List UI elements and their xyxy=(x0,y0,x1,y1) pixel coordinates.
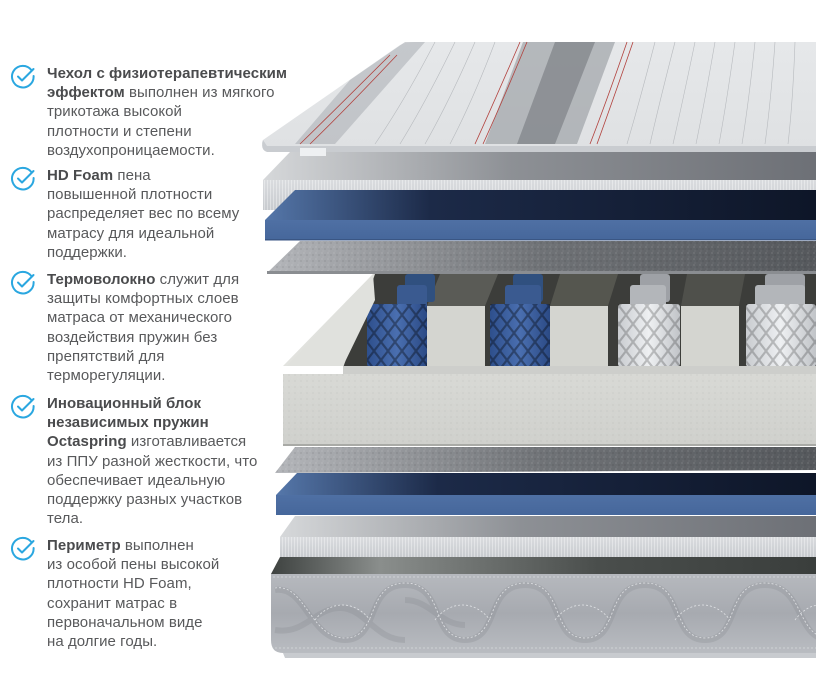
feature-item-perimeter: Периметр выполнен из особой пены высокой… xyxy=(10,536,300,651)
feature-item-octaspring: Иновационный блок независимых пружин Oct… xyxy=(10,394,300,528)
layer-thermofiber-bottom xyxy=(275,447,816,473)
layer-knitted-cover xyxy=(262,41,816,157)
feature-description: Периметр выполнен из особой пены высокой… xyxy=(47,537,220,651)
layer-thermofiber-top xyxy=(267,241,816,274)
check-circle-icon xyxy=(11,64,35,89)
layer-hd-foam-blue-bottom xyxy=(276,473,816,515)
spring-group-blue-2 xyxy=(490,274,550,367)
mattress-illustration xyxy=(255,0,816,700)
feature-description: HD Foam пена повышенной плотности распре… xyxy=(47,167,240,261)
layer-perimeter-base xyxy=(271,557,816,658)
check-circle-icon xyxy=(11,536,35,561)
check-circle-icon xyxy=(11,394,35,419)
feature-item-cover: Чехол с физиотерапевтическим эффектом вы… xyxy=(10,64,300,160)
layer-hd-foam-white-bottom xyxy=(280,516,816,557)
feature-description: Иновационный блок независимых пружин Oct… xyxy=(47,395,258,528)
feature-description: Термоволокно служит для защиты комфортны… xyxy=(47,271,240,385)
check-circle-icon xyxy=(11,166,35,191)
feature-description: Чехол с физиотерапевтическим эффектом вы… xyxy=(47,65,288,159)
layer-octaspring-block xyxy=(283,274,816,446)
check-circle-icon xyxy=(11,270,35,295)
feature-item-hd-foam: HD Foam пена повышенной плотности распре… xyxy=(10,166,300,262)
features-list: Чехол с физиотерапевтическим эффектом вы… xyxy=(0,0,300,700)
mattress-layers-graphic xyxy=(262,41,816,658)
feature-item-thermofiber: Термоволокно служит для защиты комфортны… xyxy=(10,270,300,385)
layer-hd-foam-blue-top xyxy=(265,190,816,241)
spring-group-white-1 xyxy=(618,274,680,367)
spring-group-blue-1 xyxy=(367,274,435,367)
spring-group-white-2 xyxy=(746,274,816,367)
